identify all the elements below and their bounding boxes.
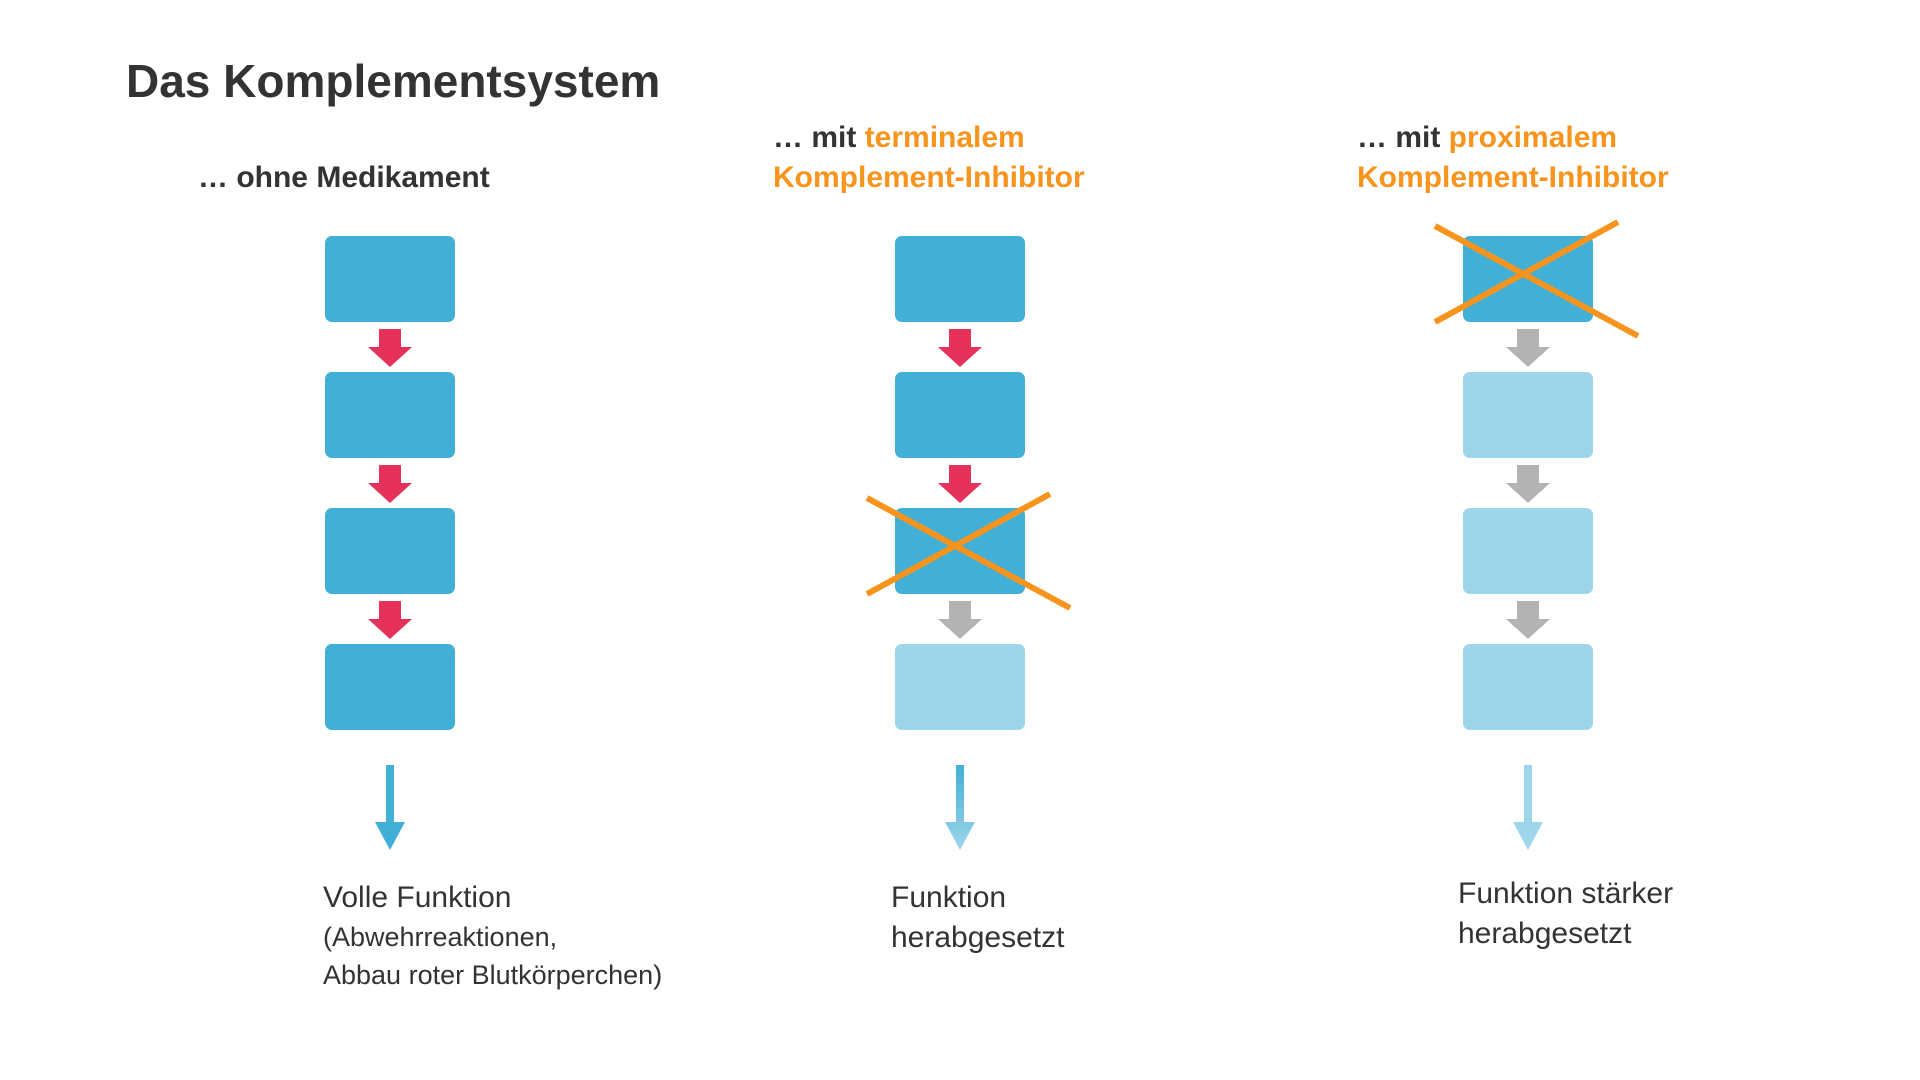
output-arrow — [375, 765, 405, 850]
cascade-arrow-1 — [368, 329, 412, 367]
cascade-arrow-2 — [938, 465, 982, 503]
cascade-arrow-1 — [1506, 329, 1550, 367]
cascade-arrow-2 — [1506, 465, 1550, 503]
heading-line-2: Komplement-Inhibitor — [773, 161, 1085, 194]
cascade-box-1 — [895, 236, 1025, 322]
cascade-box-4 — [325, 644, 455, 730]
cross-line-1 — [865, 495, 1072, 611]
result-main-2: herabgesetzt — [1458, 917, 1632, 950]
cascade-box-3 — [1463, 508, 1593, 594]
cascade-arrow-3 — [368, 601, 412, 639]
result-main: Volle Funktion — [323, 881, 512, 914]
result-strongly-reduced-function: Funktion stärker herabgesetzt — [1458, 874, 1673, 954]
output-arrow — [945, 765, 975, 850]
heading-prefix: … mit — [773, 121, 865, 154]
cascade-box-3 — [325, 508, 455, 594]
result-sub-2: Abbau roter Blutkörperchen) — [323, 960, 663, 990]
cross-line-2 — [865, 491, 1052, 597]
heading-line-2: Komplement-Inhibitor — [1357, 161, 1669, 194]
cascade-arrow-3 — [1506, 601, 1550, 639]
heading-highlight: terminalem — [864, 121, 1025, 154]
column-heading-terminal-inhibitor: … mit terminalem Komplement-Inhibitor — [773, 118, 1085, 198]
cascade-box-2 — [895, 372, 1025, 458]
output-arrow — [1513, 765, 1543, 850]
result-sub-1: (Abwehrreaktionen, — [323, 922, 558, 952]
cross-line-1 — [1433, 223, 1640, 339]
cascade-box-2 — [1463, 372, 1593, 458]
cascade-box-1 — [325, 236, 455, 322]
heading-highlight: proximalem — [1448, 121, 1618, 154]
column-heading-no-drug: … ohne Medikament — [198, 158, 490, 198]
cascade-box-2 — [325, 372, 455, 458]
cascade-arrow-3 — [938, 601, 982, 639]
heading-prefix: … mit — [1357, 121, 1449, 154]
cascade-arrow-2 — [368, 465, 412, 503]
cascade-arrow-1 — [938, 329, 982, 367]
cross-line-2 — [1433, 219, 1620, 325]
cascade-box-4 — [1463, 644, 1593, 730]
column-heading-proximal-inhibitor: … mit proximalem Komplement-Inhibitor — [1357, 118, 1669, 198]
diagram-title: Das Komplementsystem — [126, 55, 661, 107]
result-main-1: Funktion — [891, 881, 1007, 914]
cascade-box-4 — [895, 644, 1025, 730]
result-main-1: Funktion stärker — [1458, 877, 1674, 910]
result-full-function: Volle Funktion (Abwehrreaktionen, Abbau … — [323, 878, 662, 994]
heading-line-1: … ohne Medikament — [198, 161, 490, 194]
result-main-2: herabgesetzt — [891, 921, 1065, 954]
result-reduced-function: Funktion herabgesetzt — [891, 878, 1064, 958]
